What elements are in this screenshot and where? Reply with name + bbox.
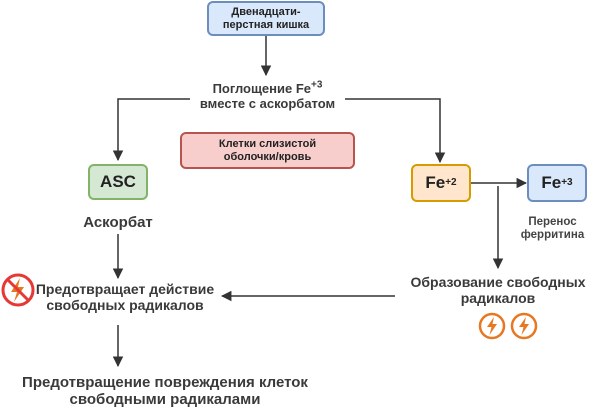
uptake-label: Поглощение Fe+3 вместе с аскорбатом (180, 80, 355, 114)
prevents-action-label: Предотвращает действие свободных радикал… (35, 280, 215, 313)
fe3-node: Fe+3 (527, 164, 587, 202)
fe2-node: Fe+2 (411, 164, 471, 202)
lightning-bolt-icon (510, 312, 538, 340)
free-radicals-label: Образование свободных радикалов (410, 273, 586, 306)
uptake-superscript: +3 (311, 79, 323, 91)
lightning-bolt-icon (478, 312, 506, 340)
mucosa-blood-node: Клетки слизистой оболочки/кровь (180, 132, 355, 169)
ascorbate-label: Аскорбат (83, 214, 153, 232)
duodenum-node: Двенадцати- перстная кишка (207, 1, 325, 36)
uptake-line1: Поглощение Fe (212, 81, 312, 97)
fe2-text: Fe (425, 173, 446, 193)
edge-uptake-to-fe2 (345, 98, 446, 164)
edge-uptake-to-asc (112, 98, 190, 162)
fe3-text: Fe (541, 173, 562, 193)
prevents-damage-label: Предотвращение повреждения клеток свобод… (22, 373, 308, 408)
ferritin-label: Перенос ферритина (520, 215, 585, 241)
asc-node: ASC (88, 164, 148, 200)
no-lightning-icon (1, 273, 35, 307)
uptake-line2: вместе с аскорбатом (199, 96, 336, 111)
